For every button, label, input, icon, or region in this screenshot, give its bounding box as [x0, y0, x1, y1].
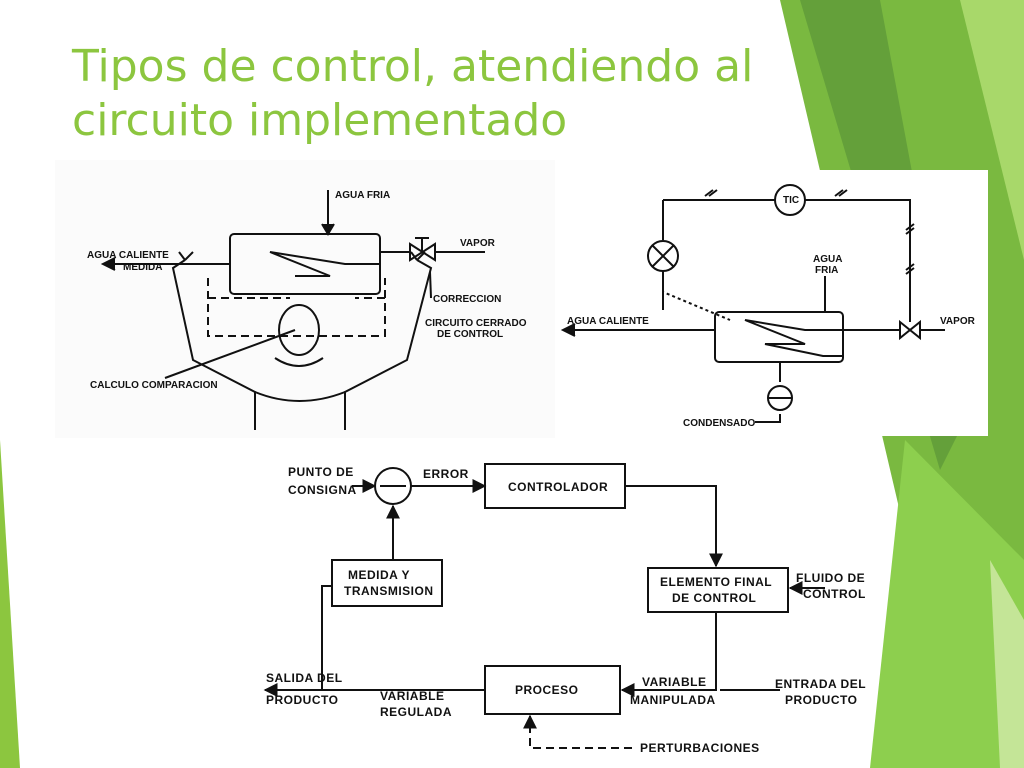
- feedback-line: [321, 585, 332, 690]
- label-tic: TIC: [783, 195, 799, 206]
- right-lower-band: [870, 440, 1024, 768]
- slide-title: Tipos de control, atendiendo al circuito…: [72, 40, 892, 148]
- person-outline: [171, 259, 433, 430]
- tic-instrument: [774, 184, 806, 216]
- left-green-sliver: [0, 440, 20, 768]
- controller-output-line: [625, 485, 723, 568]
- label-salida-1: SALIDA DEL: [266, 671, 343, 685]
- label-controlador: CONTROLADOR: [508, 480, 608, 494]
- label-correccion: CORRECCION: [433, 294, 501, 305]
- label-variable-r2: REGULADA: [380, 705, 452, 719]
- label-variable-m1: VARIABLE: [642, 675, 706, 689]
- right-light-strip: [990, 560, 1024, 768]
- label-salida-2: PRODUCTO: [266, 693, 338, 707]
- heating-coil: [269, 251, 380, 277]
- pneumatic-signal: [662, 272, 731, 321]
- hot-water-arrow: [100, 257, 116, 271]
- condensate-pipe: [755, 362, 781, 423]
- label-elemento-1: ELEMENTO FINAL: [660, 575, 772, 589]
- signal-line: [662, 199, 911, 310]
- label-variable-r1: VARIABLE: [380, 689, 444, 703]
- elemento-final-block: [647, 567, 789, 613]
- steam-valve-auto: [899, 319, 921, 341]
- label-fluido-1: FLUIDO DE: [796, 571, 865, 585]
- exchanger-tank-auto: [714, 311, 844, 363]
- label-medida-1: MEDIDA Y: [348, 568, 410, 582]
- disturbance-line: [523, 714, 632, 749]
- label-circuito-2: DE CONTROL: [437, 329, 503, 340]
- label-calculo: CALCULO COMPARACION: [90, 380, 218, 391]
- title-line-1: Tipos de control, atendiendo al: [72, 41, 754, 92]
- control-loop-dashed: [207, 278, 386, 337]
- label-vapor: VAPOR: [460, 238, 496, 249]
- label-fria: FRIA: [815, 265, 838, 276]
- label-vapor-auto: VAPOR: [940, 316, 976, 327]
- label-circuito-1: CIRCUITO CERRADO: [425, 318, 527, 329]
- label-consigna: CONSIGNA: [288, 483, 357, 497]
- label-agua-caliente: AGUA CALIENTE: [87, 250, 169, 261]
- label-agua: AGUA: [813, 254, 842, 265]
- steam-valve: [409, 242, 436, 262]
- label-fluido-2: CONTROL: [803, 587, 866, 601]
- coil-auto: [744, 319, 843, 357]
- label-medida: MEDIDA: [123, 262, 162, 273]
- label-proceso: PROCESO: [515, 683, 579, 697]
- label-entrada-2: PRODUCTO: [785, 693, 857, 707]
- label-medida-2: TRANSMISION: [344, 584, 434, 598]
- person-head: [278, 304, 320, 356]
- manual-control-figure: AGUA FRIA AGUA CALIENTE MEDIDA VAPOR COR…: [55, 160, 555, 438]
- label-elemento-2: DE CONTROL: [672, 591, 756, 605]
- label-punto: PUNTO DE: [288, 465, 354, 479]
- label-agua-caliente-auto: AGUA CALIENTE: [567, 316, 649, 327]
- controller-lamp: [647, 240, 679, 272]
- label-entrada-1: ENTRADA DEL: [775, 677, 866, 691]
- label-perturbaciones: PERTURBACIONES: [640, 741, 760, 755]
- cold-water-arrow: [321, 223, 335, 236]
- label-variable-m2: MANIPULADA: [630, 693, 716, 707]
- automatic-control-figure: TIC AGUA FRIA AGUA CALIENTE VAPOR CONDEN…: [555, 170, 988, 436]
- comparison-pointer: [164, 329, 296, 379]
- right-light-band: [960, 0, 1024, 260]
- block-diagram-figure: PUNTO DE CONSIGNA ERROR CONTROLADOR ELEM…: [240, 438, 868, 760]
- label-error: ERROR: [423, 467, 469, 481]
- manipulated-variable-line: [620, 612, 717, 697]
- medida-block: [331, 559, 443, 607]
- label-agua-fria: AGUA FRIA: [335, 190, 390, 201]
- correction-pointer: [429, 271, 432, 299]
- label-condensado: CONDENSADO: [683, 418, 755, 429]
- title-line-2: circuito implementado: [72, 95, 568, 146]
